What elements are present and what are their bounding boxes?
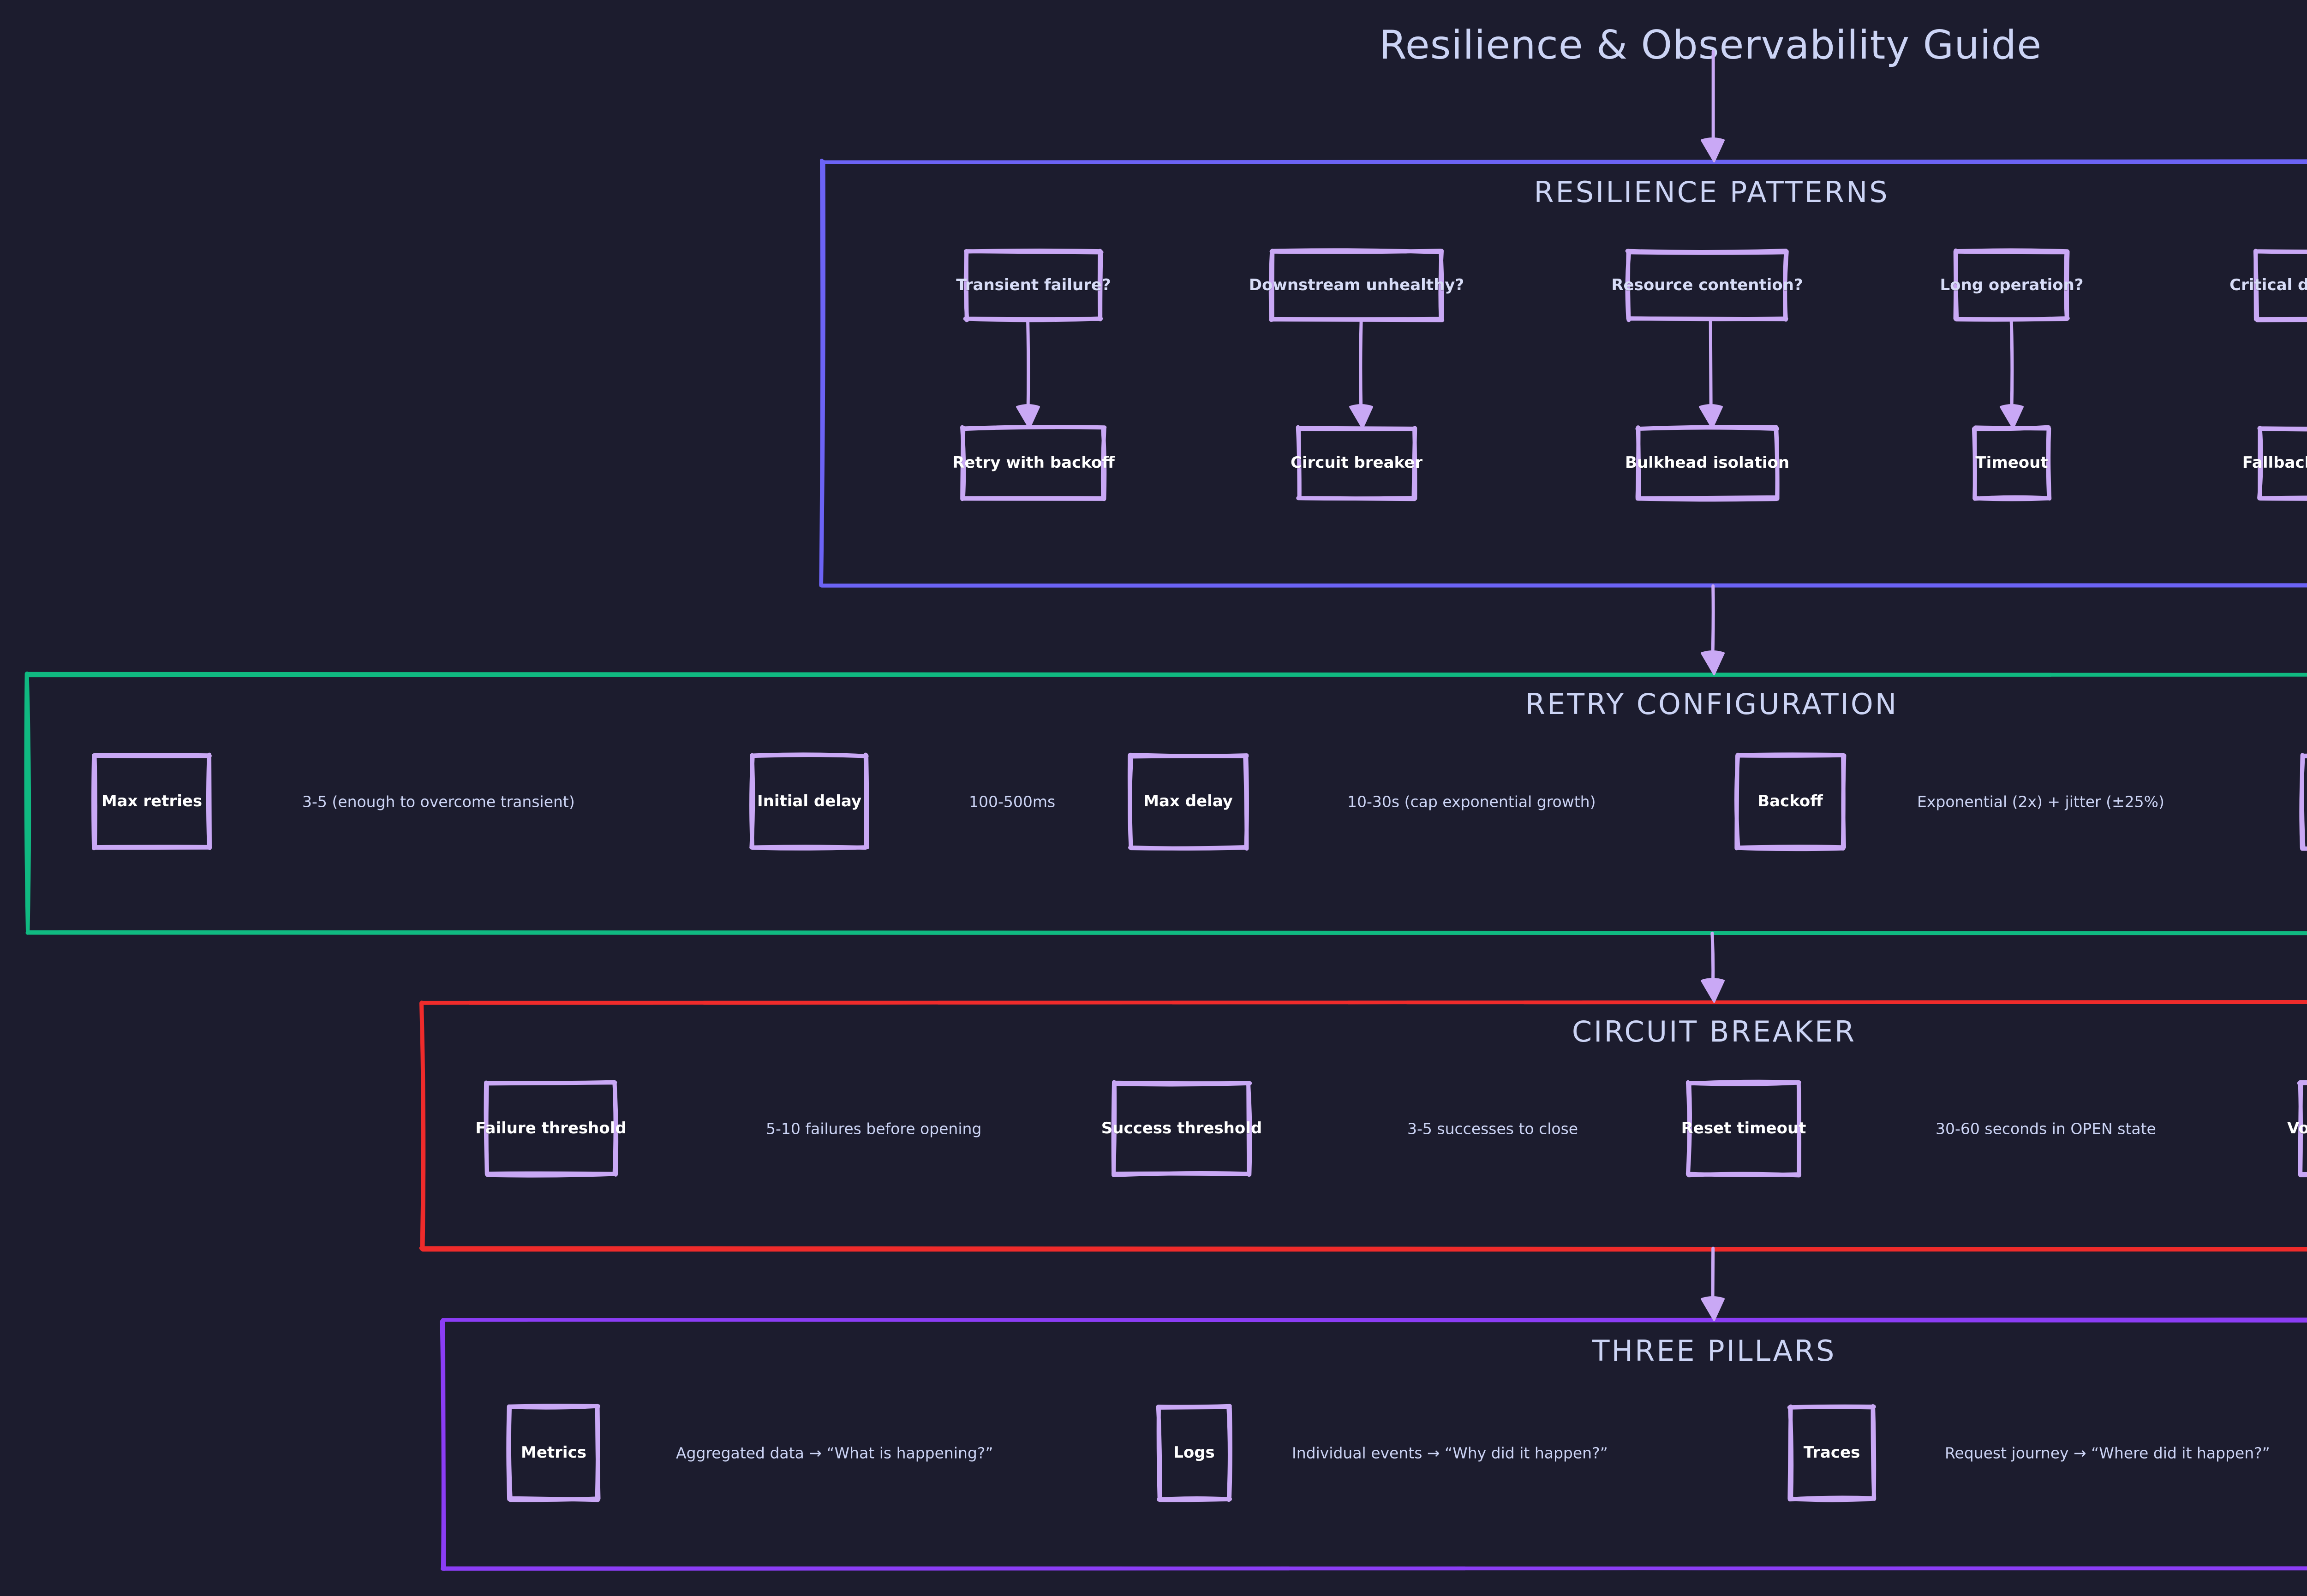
circuit-desc-0: 5-10 failures before opening bbox=[766, 1120, 982, 1138]
decision-node-2[interactable]: Resource contention? bbox=[1611, 275, 1803, 294]
retry-desc-1: 100-500ms bbox=[969, 792, 1056, 811]
page-title: Resilience & Observability Guide bbox=[1379, 22, 2042, 68]
retry-node-2[interactable]: Max delay bbox=[1143, 792, 1233, 811]
pillar-desc-0: Aggregated data → “What is happening?” bbox=[676, 1444, 993, 1462]
pattern-node-1[interactable]: Circuit breaker bbox=[1290, 453, 1423, 472]
pillar-node-2[interactable]: Traces bbox=[1803, 1443, 1860, 1462]
circuit-node-3[interactable]: Volume threshold bbox=[2287, 1119, 2307, 1138]
retry-desc-3: Exponential (2x) + jitter (±25%) bbox=[1917, 792, 2164, 811]
circuit-desc-1: 3-5 successes to close bbox=[1407, 1120, 1578, 1138]
retry-desc-2: 10-30s (cap exponential growth) bbox=[1347, 792, 1596, 811]
retry-node-3[interactable]: Backoff bbox=[1757, 792, 1823, 811]
retry-desc-0: 3-5 (enough to overcome transient) bbox=[302, 792, 575, 811]
circuit-node-1[interactable]: Success threshold bbox=[1101, 1119, 1262, 1138]
pillar-desc-1: Individual events → “Why did it happen?” bbox=[1292, 1444, 1608, 1462]
pillar-desc-2: Request journey → “Where did it happen?” bbox=[1945, 1444, 2270, 1462]
pattern-node-0[interactable]: Retry with backoff bbox=[952, 453, 1115, 472]
pillar-node-0[interactable]: Metrics bbox=[521, 1443, 586, 1462]
retry-node-1[interactable]: Initial delay bbox=[757, 792, 861, 811]
retry-node-0[interactable]: Max retries bbox=[101, 792, 203, 811]
circuit-node-0[interactable]: Failure threshold bbox=[475, 1119, 627, 1138]
decision-node-4[interactable]: Critical dependency down? bbox=[2229, 275, 2307, 294]
circuit-desc-2: 30-60 seconds in OPEN state bbox=[1936, 1120, 2156, 1138]
decision-node-3[interactable]: Long operation? bbox=[1940, 275, 2084, 294]
circuit-node-2[interactable]: Reset timeout bbox=[1681, 1119, 1806, 1138]
pattern-node-2[interactable]: Bulkhead isolation bbox=[1625, 453, 1790, 472]
retry-node-4[interactable]: Retryable bbox=[2302, 756, 2307, 848]
pattern-node-3[interactable]: Timeout bbox=[1975, 453, 2048, 472]
pattern-node-4[interactable]: Fallback (cache/default) bbox=[2242, 453, 2307, 472]
decision-node-1[interactable]: Downstream unhealthy? bbox=[1249, 275, 1464, 294]
decision-node-0[interactable]: Transient failure? bbox=[956, 275, 1111, 294]
pillar-node-1[interactable]: Logs bbox=[1173, 1443, 1215, 1462]
